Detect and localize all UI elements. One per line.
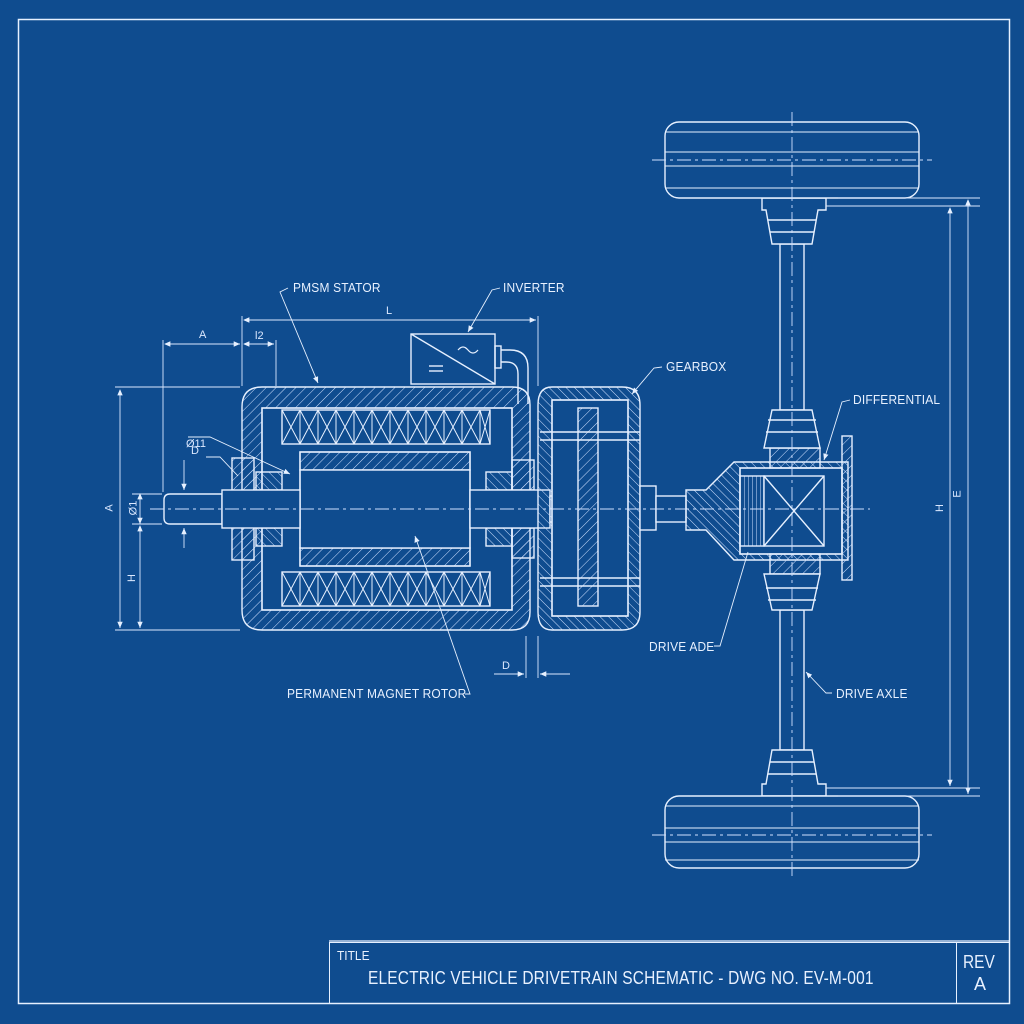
dimension-lines <box>115 197 980 797</box>
inverter-box <box>410 333 529 404</box>
drawing-title: ELECTRIC VEHICLE DRIVETRAIN SCHEMATIC - … <box>368 968 874 988</box>
label-differential: DIFFERENTIAL <box>853 392 941 407</box>
rev-cell <box>956 942 1010 1004</box>
stator-windings-top <box>281 409 491 445</box>
label-drive-ade: DRIVE ADE <box>649 639 715 654</box>
dim-a-side: A <box>103 504 116 512</box>
dim-e-right: E <box>951 490 964 498</box>
dim-l: L <box>386 305 393 317</box>
dim-h-side: H <box>125 574 138 582</box>
centerlines <box>150 112 932 880</box>
dim-l2: l2 <box>255 330 264 342</box>
label-permanent-magnet-rotor: PERMANENT MAGNET ROTOR <box>287 686 467 701</box>
leader-lines <box>188 287 851 695</box>
bearings <box>231 457 535 561</box>
dim-dia1: Ø1 <box>127 500 140 516</box>
label-inverter: INVERTER <box>503 280 565 295</box>
label-pmsm-stator: PMSM STATOR <box>293 280 381 295</box>
gearbox-housing <box>537 386 687 631</box>
dim-a-top: A <box>199 329 207 341</box>
rev-value: A <box>974 974 987 994</box>
dim-d-left: D <box>191 445 199 457</box>
differential <box>685 435 853 581</box>
stator-windings-bottom <box>281 571 491 607</box>
label-drive-axle: DRIVE AXLE <box>836 686 908 701</box>
dim-dia11: Ø11 <box>186 438 206 450</box>
label-gearbox: GEARBOX <box>666 359 727 374</box>
title-caption: TITLE <box>337 948 370 963</box>
dim-d-bottom: D <box>502 660 510 672</box>
rev-label: REV <box>963 952 995 972</box>
dim-h-right: H <box>933 504 946 512</box>
title-block <box>329 942 1010 1004</box>
